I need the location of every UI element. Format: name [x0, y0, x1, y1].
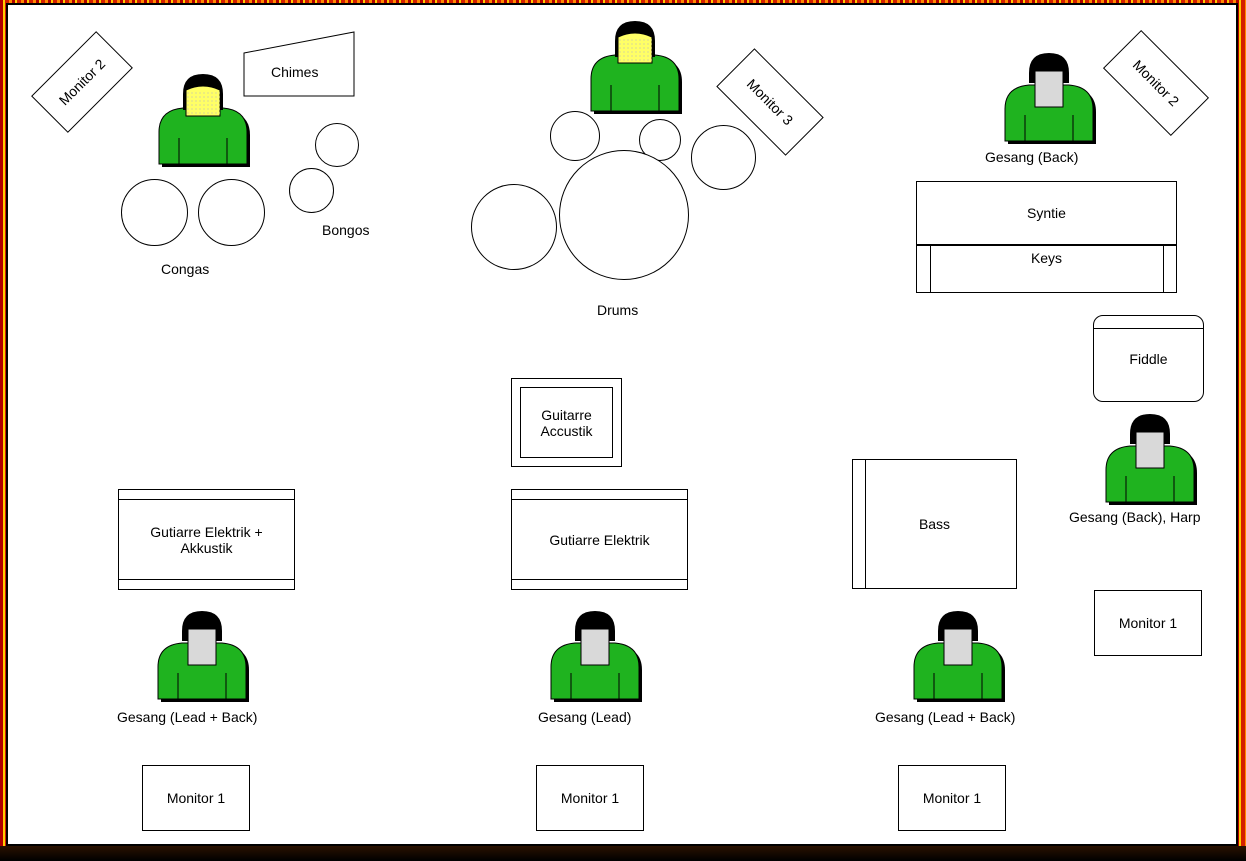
monitor-label: Monitor 2: [55, 55, 109, 109]
keys-label: Keys: [1030, 250, 1063, 266]
person-lead-center[interactable]: [547, 607, 643, 703]
monitor-label: Monitor 2: [1129, 56, 1183, 110]
keys-keyboard[interactable]: Keys: [916, 245, 1177, 293]
drums-label: Drums: [597, 302, 639, 318]
monitor-label: Monitor 1: [1118, 615, 1178, 631]
stage-plot-canvas: Monitor 2 Chimes Bongos Congas: [6, 3, 1238, 846]
monitor-1-right-side[interactable]: Monitor 1: [1094, 590, 1202, 656]
bongos-label: Bongos: [322, 222, 370, 238]
monitor-1-bottom-left[interactable]: Monitor 1: [142, 765, 250, 831]
bongo-1[interactable]: [315, 123, 359, 167]
person-back-vocals-harp[interactable]: [1102, 410, 1198, 506]
amp-center-stripe-top: [512, 499, 687, 500]
amp-left-stripe-bottom: [119, 579, 294, 580]
acoustic-line-2: Accustik: [540, 422, 593, 439]
bass-amp[interactable]: Bass: [852, 459, 1017, 589]
monitor-label: Monitor 3: [743, 75, 797, 129]
acoustic-guitar-amp[interactable]: Guitarre Accustik: [511, 378, 622, 467]
acoustic-line-1: Guitarre: [541, 406, 592, 423]
person-drummer[interactable]: [587, 19, 683, 115]
acoustic-guitar-inner: Guitarre Accustik: [520, 387, 613, 458]
fiddle-divider: [1094, 328, 1203, 329]
lead-center-label: Gesang (Lead): [538, 709, 632, 725]
monitor-2-left-top[interactable]: Monitor 2: [31, 31, 133, 133]
keys-divider-left: [930, 245, 931, 293]
congas-label: Congas: [161, 261, 210, 277]
drum-tom-left[interactable]: [550, 111, 600, 161]
monitor-label: Monitor 1: [166, 790, 226, 806]
person-percussion[interactable]: [155, 72, 251, 168]
person-lead-back-left[interactable]: [154, 607, 250, 703]
back-vocals-harp-label: Gesang (Back), Harp: [1069, 509, 1201, 525]
person-lead-back-right[interactable]: [910, 607, 1006, 703]
drum-floor-right[interactable]: [691, 125, 756, 190]
back-vocals-top-label: Gesang (Back): [985, 149, 1079, 165]
amp-left-line-2: Akkustik: [180, 539, 233, 556]
drum-kick[interactable]: [559, 150, 689, 280]
amp-center-stripe-bottom: [512, 579, 687, 580]
fiddle-label: Fiddle: [1129, 350, 1168, 367]
monitor-label: Monitor 1: [560, 790, 620, 806]
drum-floor-left[interactable]: [471, 184, 557, 270]
fiddle-case[interactable]: Fiddle: [1093, 315, 1204, 402]
monitor-2-right-top[interactable]: Monitor 2: [1102, 29, 1210, 137]
chimes-label: Chimes: [271, 64, 319, 80]
monitor-1-bottom-center[interactable]: Monitor 1: [536, 765, 644, 831]
conga-2[interactable]: [198, 179, 265, 246]
conga-1[interactable]: [121, 179, 188, 246]
syntie-keyboard[interactable]: Syntie: [916, 181, 1177, 245]
syntie-label: Syntie: [1027, 205, 1066, 221]
bass-stripe-left: [865, 460, 866, 588]
amp-center-label: Gutiarre Elektrik: [549, 531, 650, 548]
monitor-1-bottom-right[interactable]: Monitor 1: [898, 765, 1006, 831]
frame-bottom-bar: [0, 846, 1246, 861]
amp-left-stripe-top: [119, 499, 294, 500]
guitar-amp-left[interactable]: Gutiarre Elektrik + Akkustik: [118, 489, 295, 590]
amp-left-line-1: Gutiarre Elektrik +: [150, 523, 263, 540]
chimes-shape[interactable]: Chimes: [243, 31, 355, 97]
monitor-label: Monitor 1: [922, 790, 982, 806]
bongo-2[interactable]: [289, 168, 334, 213]
keys-divider-right: [1163, 245, 1164, 293]
lead-back-right-label: Gesang (Lead + Back): [875, 709, 1016, 725]
person-back-vocals-top[interactable]: [1001, 49, 1097, 145]
bass-label: Bass: [918, 516, 951, 532]
guitar-amp-center[interactable]: Gutiarre Elektrik: [511, 489, 688, 590]
lead-back-left-label: Gesang (Lead + Back): [117, 709, 258, 725]
